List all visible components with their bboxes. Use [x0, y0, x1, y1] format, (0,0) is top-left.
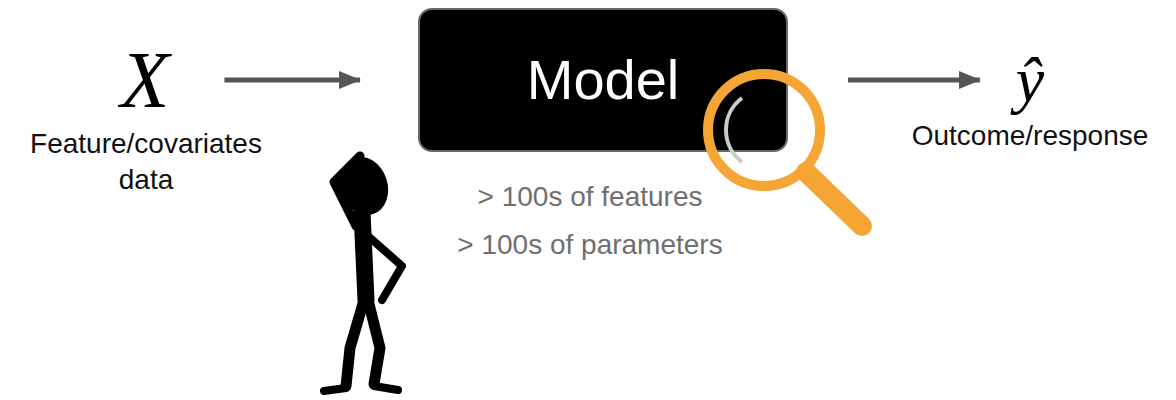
math-symbol: ŷ: [1016, 48, 1044, 112]
figure-arm-hip: [368, 236, 402, 300]
output-symbol: ŷOutcome/response: [1016, 48, 1044, 112]
figure-leg: [368, 300, 380, 384]
symbol-caption: Outcome/response: [912, 118, 1149, 154]
annotation-text: > 100s of features: [478, 180, 703, 214]
stick-figure: [324, 151, 402, 391]
math-symbol: X: [121, 40, 170, 120]
figure-foot: [374, 386, 398, 390]
flow-arrow: [848, 78, 980, 83]
model-box: Model: [418, 8, 788, 152]
magnifier-handle: [806, 172, 862, 226]
box-label: Model: [517, 49, 690, 111]
figure-leg: [346, 300, 364, 386]
flow-arrow: [224, 78, 360, 83]
figure-foot: [324, 388, 346, 391]
figure-body: [362, 212, 366, 300]
annotation-text: > 100s of parameters: [457, 228, 722, 262]
symbol-caption: Feature/covariates data: [6, 126, 286, 199]
input-symbol: XFeature/covariates data: [121, 40, 170, 120]
